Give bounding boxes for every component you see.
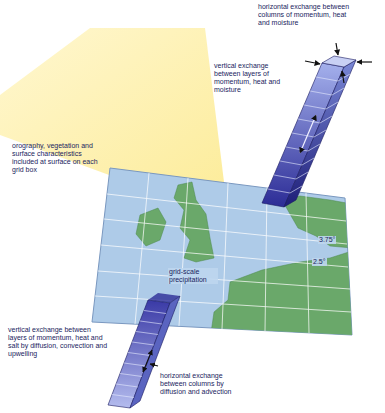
callout-note: orography, vegetation and surface charac… bbox=[12, 142, 108, 174]
dimension-label: 3.75° bbox=[318, 236, 336, 244]
dimension-label: 2.5° bbox=[312, 258, 327, 266]
map-plane bbox=[92, 168, 355, 340]
atmosphere-column bbox=[262, 43, 372, 207]
callout-note: grid-scale precipitation bbox=[168, 268, 218, 284]
callout-note: vertical exchange between layers of mome… bbox=[214, 62, 294, 94]
callout-note: horizontal exchange between columns by d… bbox=[160, 372, 250, 396]
callout-note: horizontal exchange between columns of m… bbox=[258, 3, 358, 27]
light-beam bbox=[0, 28, 225, 190]
callout-note: vertical exchange between layers of mome… bbox=[8, 326, 108, 358]
